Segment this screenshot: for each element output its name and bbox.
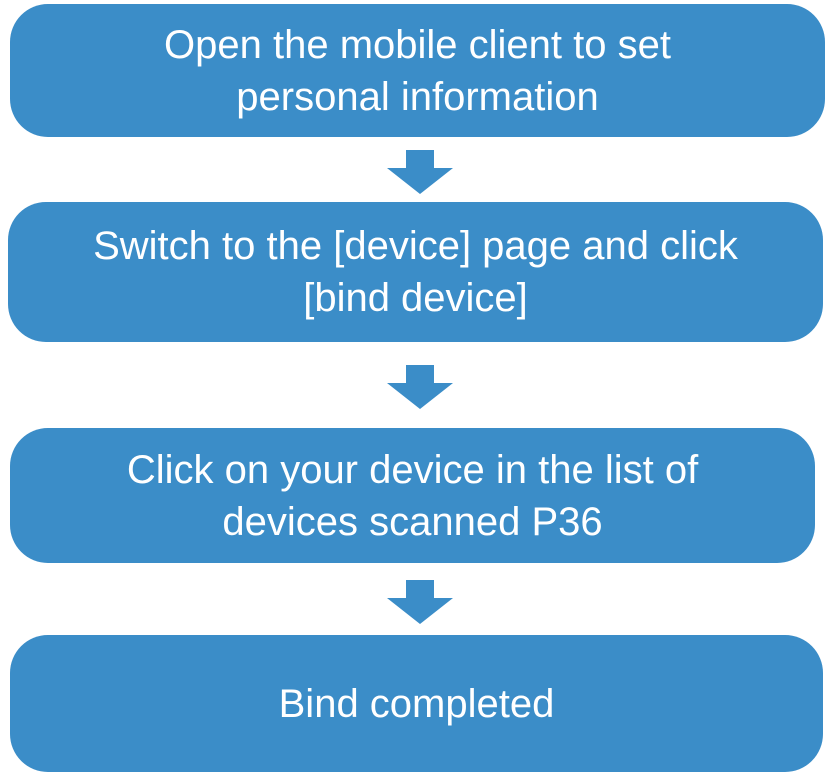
step-label: Click on your device in the list of devi… xyxy=(126,447,699,544)
step-label: Open the mobile client to set personal i… xyxy=(164,22,671,119)
down-arrow-icon xyxy=(387,580,453,624)
step-label: Bind completed xyxy=(278,681,555,726)
down-arrow-icon xyxy=(387,365,453,409)
step-box-bind-completed: Bind completed xyxy=(10,635,823,772)
step-box-click-device-list: Click on your device in the list of devi… xyxy=(10,428,815,563)
step-box-open-client: Open the mobile client to set personal i… xyxy=(10,4,825,137)
down-arrow-icon xyxy=(387,150,453,194)
step-label: Switch to the [device] page and click [b… xyxy=(93,224,738,320)
step-box-switch-device-page: Switch to the [device] page and click [b… xyxy=(8,202,823,342)
